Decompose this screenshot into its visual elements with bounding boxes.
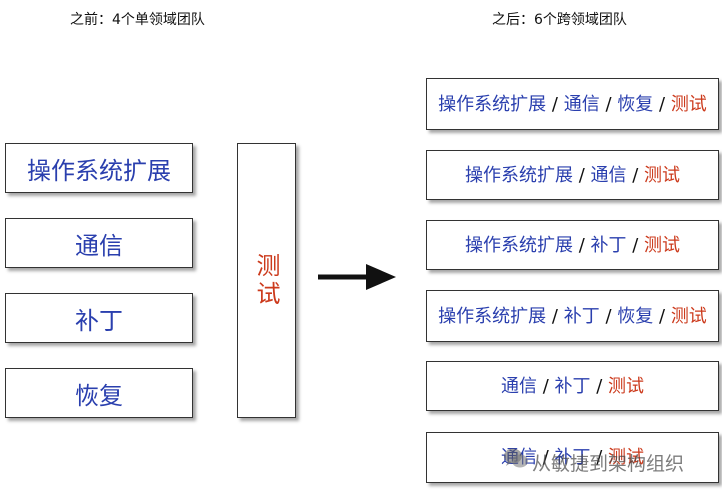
separator: / (605, 93, 612, 115)
separator: / (605, 305, 612, 327)
separator: / (542, 375, 549, 397)
before-team-patch: 补丁 (5, 293, 193, 343)
separator: / (551, 305, 558, 327)
after-team-text: 操作系统扩展 / 补丁 / 测试 (465, 232, 680, 259)
after-team-text: 操作系统扩展 / 通信 / 恢复 / 测试 (438, 91, 707, 118)
before-team-label: 通信 (75, 231, 123, 260)
after-team-3: 操作系统扩展 / 补丁 / 测试 (426, 220, 719, 270)
separator: / (632, 164, 639, 186)
team-part: 操作系统扩展 (464, 234, 573, 256)
test-team-label: 测试 (252, 252, 280, 309)
right-arrow-icon (318, 264, 396, 290)
team-test-part: 测试 (608, 447, 645, 468)
separator: / (632, 234, 639, 256)
team-part: 恢复 (617, 305, 654, 327)
after-team-text: 操作系统扩展 / 补丁 / 恢复 / 测试 (438, 303, 707, 330)
before-team-os-extension: 操作系统扩展 (5, 143, 193, 193)
team-part: 通信 (500, 447, 537, 468)
after-team-text: 通信 / 补丁 / 测试 (501, 373, 644, 400)
separator: / (551, 93, 558, 115)
before-team-recovery: 恢复 (5, 368, 193, 418)
separator: / (659, 93, 666, 115)
team-part: 补丁 (563, 305, 600, 327)
separator: / (659, 305, 666, 327)
after-team-5: 通信 / 补丁 / 测试 (426, 361, 719, 411)
team-part: 补丁 (554, 375, 591, 397)
separator: / (596, 375, 603, 397)
after-team-2: 操作系统扩展 / 通信 / 测试 (426, 150, 719, 200)
test-team-column: 测试 (237, 143, 296, 418)
team-part: 通信 (590, 164, 627, 186)
after-team-text: 通信 / 补丁 / 测试 (501, 444, 644, 471)
team-part: 补丁 (554, 447, 591, 468)
team-test-part: 测试 (644, 164, 681, 186)
team-part: 通信 (500, 375, 537, 397)
team-test-part: 测试 (670, 305, 707, 327)
team-part: 操作系统扩展 (464, 164, 573, 186)
before-team-communication: 通信 (5, 218, 193, 268)
after-team-6: 通信 / 补丁 / 测试 (426, 432, 719, 483)
after-team-4: 操作系统扩展 / 补丁 / 恢复 / 测试 (426, 290, 719, 342)
separator: / (596, 447, 603, 468)
after-team-1: 操作系统扩展 / 通信 / 恢复 / 测试 (426, 78, 719, 130)
after-team-text: 操作系统扩展 / 通信 / 测试 (465, 162, 680, 189)
team-part: 操作系统扩展 (438, 93, 547, 115)
team-test-part: 测试 (670, 93, 707, 115)
separator: / (578, 164, 585, 186)
before-team-label: 补丁 (75, 306, 123, 335)
team-part: 恢复 (617, 93, 654, 115)
team-test-part: 测试 (644, 234, 681, 256)
after-heading: 之后：6个跨领域团队 (492, 12, 627, 28)
before-team-label: 操作系统扩展 (27, 156, 171, 185)
team-part: 操作系统扩展 (438, 305, 547, 327)
before-heading: 之前：4个单领域团队 (70, 12, 205, 28)
separator: / (578, 234, 585, 256)
separator: / (542, 447, 549, 468)
team-part: 通信 (563, 93, 600, 115)
team-test-part: 测试 (608, 375, 645, 397)
team-part: 补丁 (590, 234, 627, 256)
before-team-label: 恢复 (75, 381, 123, 410)
